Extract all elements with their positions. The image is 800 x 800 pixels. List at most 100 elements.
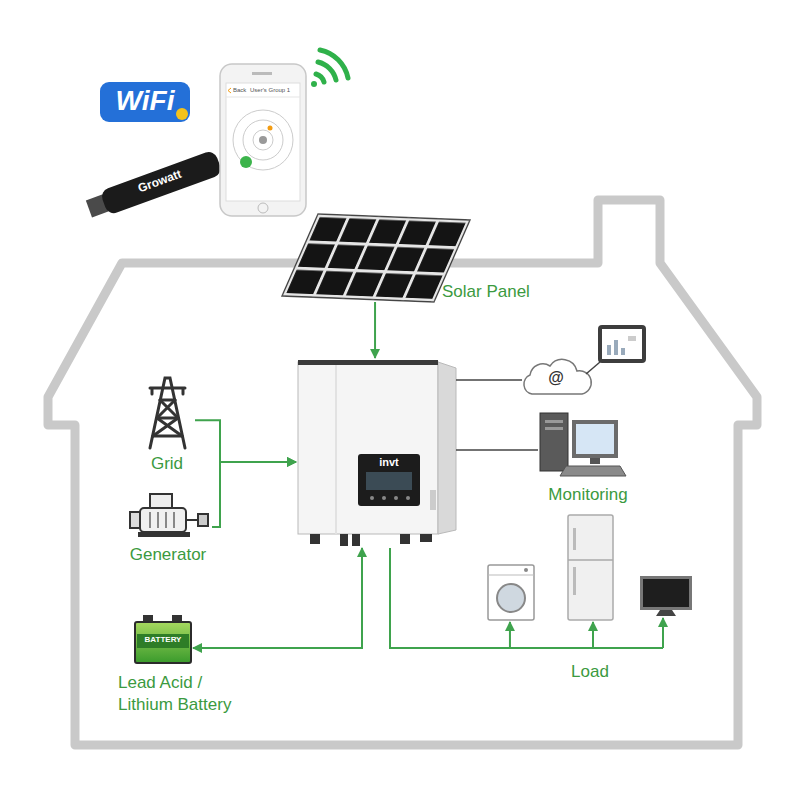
tablet-drawing bbox=[607, 345, 611, 355]
tablet-drawing bbox=[614, 340, 618, 355]
washing-machine-drawing bbox=[488, 565, 534, 620]
washing-machine-drawing bbox=[488, 565, 534, 620]
node-label: Solar Panel bbox=[442, 282, 530, 302]
app-title: User's Group 1 bbox=[250, 87, 290, 94]
fridge-drawing bbox=[568, 515, 613, 620]
battery-drawing bbox=[135, 622, 191, 663]
computer-drawing bbox=[576, 424, 614, 454]
wifi-logo bbox=[176, 108, 188, 120]
inverter-drawing bbox=[370, 496, 374, 500]
battery-label: BATTERY bbox=[145, 635, 182, 645]
generator-drawing bbox=[140, 508, 186, 532]
cloud-symbol: @ bbox=[548, 369, 564, 387]
power-line bbox=[390, 548, 510, 648]
generator-drawing bbox=[150, 494, 172, 508]
data-line bbox=[456, 449, 538, 451]
inverter-drawing bbox=[298, 360, 438, 365]
generator-drawing bbox=[150, 512, 174, 528]
tablet-drawing bbox=[586, 325, 646, 374]
data-line bbox=[456, 379, 522, 381]
solar-panel-drawing bbox=[282, 214, 470, 302]
inverter-drawing bbox=[358, 454, 420, 506]
inverter-drawing bbox=[366, 472, 412, 490]
inverter-drawing bbox=[335, 365, 337, 534]
inverter-drawing bbox=[406, 496, 410, 500]
tablet-drawing bbox=[602, 329, 642, 359]
solar-panel-drawing bbox=[282, 214, 470, 302]
phone bbox=[258, 203, 268, 213]
wifi-waves bbox=[320, 50, 348, 78]
wifi-waves bbox=[316, 74, 324, 82]
phone bbox=[220, 64, 306, 216]
cloud-drawing bbox=[524, 359, 591, 394]
phone bbox=[268, 126, 273, 131]
generator: Generator bbox=[126, 493, 212, 540]
computer-drawing bbox=[545, 427, 563, 430]
wifi-waves bbox=[311, 50, 348, 87]
computer-drawing bbox=[560, 466, 626, 476]
tv-drawing bbox=[640, 576, 692, 616]
inverter: invt bbox=[296, 358, 456, 548]
inverter-drawing bbox=[430, 490, 436, 510]
inverter-drawing bbox=[400, 534, 410, 544]
cloud-drawing bbox=[524, 359, 591, 394]
fridge-drawing bbox=[568, 515, 613, 620]
tv-drawing bbox=[656, 610, 676, 616]
wifi-dongle bbox=[100, 150, 224, 216]
inverter-drawing bbox=[438, 362, 456, 534]
fridge-drawing bbox=[568, 559, 613, 561]
phone bbox=[253, 130, 273, 150]
wifi-waves bbox=[318, 62, 336, 80]
phone bbox=[220, 64, 306, 216]
tv-drawing bbox=[643, 579, 689, 607]
grid-tower-drawing bbox=[150, 388, 185, 394]
node-label: Load bbox=[571, 662, 609, 682]
node-label: Monitoring bbox=[548, 485, 627, 505]
tablet-drawing bbox=[586, 362, 600, 374]
phone bbox=[252, 72, 272, 75]
wifi-dongle bbox=[84, 150, 223, 222]
power-line bbox=[212, 462, 296, 527]
wifi-waves bbox=[311, 81, 317, 87]
inverter-drawing bbox=[382, 496, 386, 500]
battery-label: Lead Acid / Lithium Battery bbox=[118, 672, 252, 716]
fridge-drawing bbox=[573, 528, 576, 550]
grid-tower-drawing bbox=[150, 378, 185, 448]
washing-machine-drawing bbox=[524, 568, 528, 572]
battery-drawing bbox=[135, 615, 191, 663]
grid-tower-drawing bbox=[153, 400, 182, 436]
brand-logo: invt bbox=[360, 456, 418, 469]
brand-name: Growatt bbox=[136, 168, 183, 196]
phone bbox=[226, 97, 300, 98]
phone bbox=[228, 88, 231, 93]
tablet-drawing bbox=[621, 348, 625, 355]
load-group: Load bbox=[482, 515, 697, 622]
app-back-text: Back bbox=[233, 87, 246, 94]
inverter-drawing bbox=[298, 360, 456, 546]
solar-panel: Solar Panel bbox=[280, 212, 472, 302]
wifi-logo bbox=[100, 82, 190, 122]
computer-drawing bbox=[572, 420, 618, 458]
battery-drawing bbox=[137, 634, 189, 648]
inverter-drawing bbox=[352, 534, 360, 546]
inverter-drawing bbox=[420, 534, 432, 542]
wifi-logo bbox=[100, 82, 190, 122]
phone bbox=[240, 156, 252, 168]
tv-drawing bbox=[640, 576, 692, 610]
inverter-drawing bbox=[394, 496, 398, 500]
tablet-drawing bbox=[598, 325, 646, 363]
phone bbox=[243, 120, 283, 160]
solar-panel-drawing bbox=[282, 214, 470, 302]
power-line bbox=[195, 420, 296, 462]
computer-drawing bbox=[545, 420, 563, 423]
computer-drawing bbox=[540, 413, 568, 471]
generator-drawing bbox=[130, 494, 208, 537]
generator-drawing bbox=[186, 519, 198, 521]
washing-machine-drawing bbox=[497, 584, 525, 612]
node-label: Generator bbox=[130, 545, 207, 565]
house-outline bbox=[48, 200, 757, 745]
computer-drawing bbox=[540, 413, 626, 476]
fridge-drawing bbox=[573, 567, 576, 595]
wifi-logo-text: WiFi bbox=[116, 85, 175, 117]
